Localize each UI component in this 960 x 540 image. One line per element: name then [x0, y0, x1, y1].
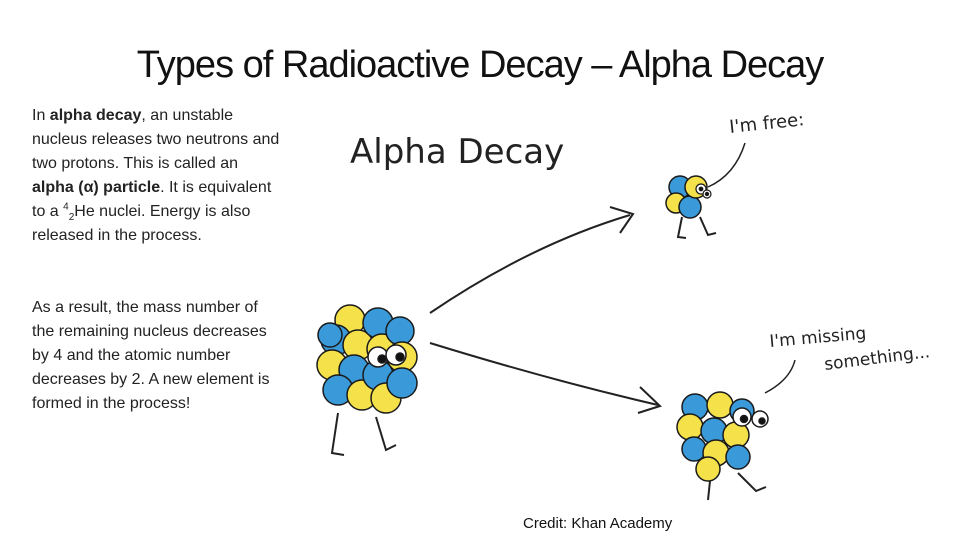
mass-number-superscript: 4: [63, 201, 69, 213]
para1-bold-alpha-decay: alpha decay: [49, 107, 142, 124]
image-credit: Credit: Khan Academy: [523, 515, 673, 532]
arrow-head-down-icon: [637, 386, 662, 414]
para1-text-3: . It is equivalent to a: [32, 179, 272, 220]
speech-missing-pointer: [764, 359, 796, 394]
daughter-legs: [707, 472, 767, 501]
atomic-number-subscript: 2: [68, 212, 75, 224]
daughter-nucleus: [676, 391, 755, 482]
arrow-to-daughter-nucleus: [429, 342, 659, 406]
parent-nucleus: [316, 304, 418, 414]
para1-text-4: He nuclei. Energy is also released in th…: [32, 203, 251, 244]
result-paragraph: As a result, the mass number of the rema…: [32, 299, 270, 412]
arrow-to-alpha-particle: [429, 214, 631, 314]
speech-missing-line2: something...: [823, 342, 931, 375]
drawing-heading: Alpha Decay: [350, 132, 564, 172]
speech-free-pointer: [707, 142, 746, 188]
alpha-particle: [665, 175, 708, 219]
para1-bold-alpha-particle: alpha (α) particle: [32, 179, 161, 196]
speech-free: I'm free:: [728, 109, 805, 138]
alpha-particle-legs: [676, 216, 717, 239]
alpha-decay-illustration: Alpha Decay I'm free: I'm missing someth…: [316, 109, 931, 501]
parent-legs: [330, 412, 397, 456]
slide-title: Types of Radioactive Decay – Alpha Decay: [136, 44, 825, 86]
intro-paragraph: In alpha decay, an unstable nucleus rele…: [32, 104, 282, 248]
para1-text-2: , an unstable nucleus releases two neutr…: [32, 107, 280, 172]
speech-missing-line1: I'm missing: [769, 324, 867, 352]
parent-eyes: [367, 344, 407, 368]
arrow-head-up-icon: [609, 206, 635, 234]
daughter-eyes: [732, 407, 769, 428]
para1-text-1: In: [32, 107, 50, 124]
alpha-particle-eyes: [695, 183, 712, 199]
